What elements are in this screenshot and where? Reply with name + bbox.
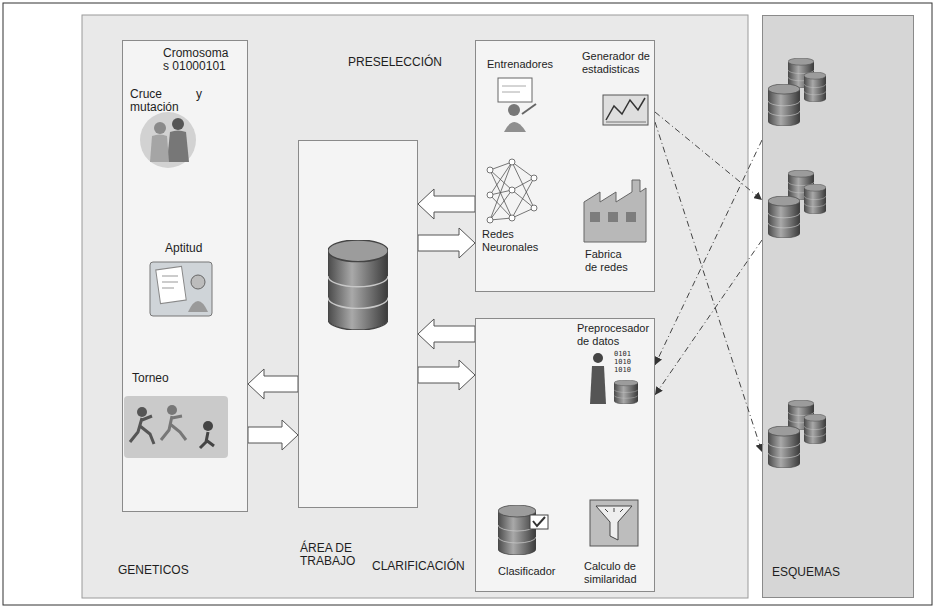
dashed-arrow xyxy=(655,122,762,452)
item-label: Cruce y mutación xyxy=(130,88,202,114)
block-arrow xyxy=(418,189,475,219)
dashed-arrow xyxy=(655,140,762,365)
item-label: Aptitud xyxy=(165,242,202,255)
box-fill xyxy=(475,318,655,592)
item-label: Cromosoma s 01000101 xyxy=(163,47,231,73)
item-label: Entrenadores xyxy=(487,58,553,71)
block-arrow xyxy=(248,369,298,399)
factory-icon xyxy=(584,180,646,242)
item-label: Clasificador xyxy=(498,565,555,578)
item-label: Redes Neuronales xyxy=(482,228,542,254)
item-label: Preprocesador de datos xyxy=(577,322,652,348)
database-group xyxy=(768,400,826,468)
block-arrow xyxy=(418,228,475,258)
binary-digits: 0101 xyxy=(614,350,631,358)
block-arrow xyxy=(248,420,298,450)
fitness-icon xyxy=(150,262,212,316)
trainer-icon xyxy=(498,78,536,132)
binary-digits: 1010 xyxy=(614,366,631,374)
block-arrow xyxy=(418,319,475,349)
item-label: Calculo de similaridad xyxy=(584,560,640,586)
item-label: Generador de estadisticas xyxy=(582,50,652,76)
binary-digits: 1010 xyxy=(614,358,631,366)
database-group xyxy=(768,58,826,126)
box-fill xyxy=(122,40,248,512)
box-fill xyxy=(475,40,655,292)
database-icon xyxy=(328,240,388,330)
chart-icon xyxy=(603,95,648,125)
schema-panel-fill xyxy=(762,15,914,598)
item-label: Fabrica de redes xyxy=(585,248,635,274)
schema-panel: ESQUEMAS xyxy=(762,15,914,598)
group-heading: CLARIFICACIÓN xyxy=(372,560,465,573)
group-heading: ÁREA DE TRABAJO xyxy=(300,542,360,568)
box-fill xyxy=(298,140,418,508)
crossover-icon xyxy=(140,112,196,168)
neural-network-icon xyxy=(487,159,537,223)
block-arrow xyxy=(418,360,475,390)
classifier-icon xyxy=(498,505,548,555)
tournament-icon xyxy=(124,396,228,458)
genetics-box: GENETICOSCromosoma s 01000101Cruce y mut… xyxy=(122,40,248,512)
database-group xyxy=(768,170,826,238)
item-label: Torneo xyxy=(132,372,169,385)
group-heading: PRESELECCIÓN xyxy=(348,56,442,69)
dashed-arrow xyxy=(655,112,762,200)
main-panel xyxy=(82,15,748,598)
group-heading: ESQUEMAS xyxy=(772,566,840,579)
dashed-arrow xyxy=(655,240,762,395)
workspace-box: ÁREA DE TRABAJO xyxy=(298,140,418,508)
similarity-icon xyxy=(590,500,638,546)
preselection-box: PRESELECCIÓNEntrenadoresGenerador de est… xyxy=(475,40,655,292)
outer-frame xyxy=(3,3,932,605)
group-heading: GENETICOS xyxy=(118,564,189,577)
preprocessor-icon xyxy=(590,353,638,404)
